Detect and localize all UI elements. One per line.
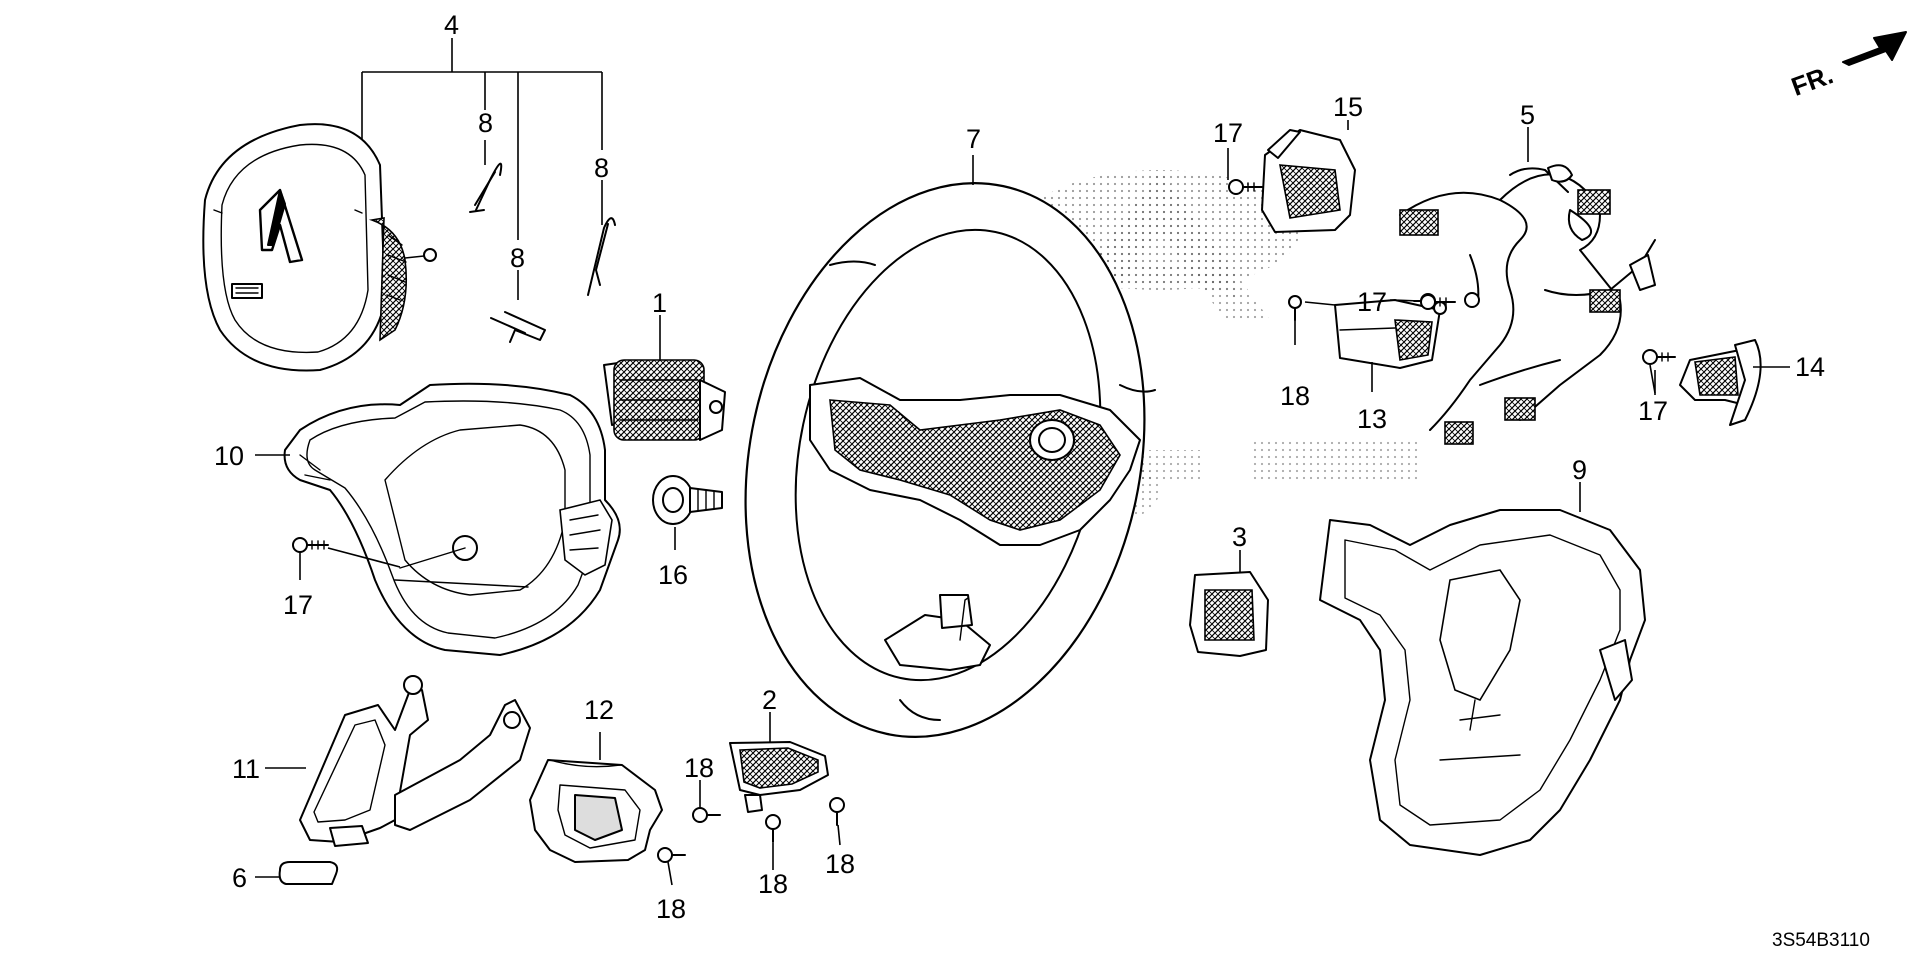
switch-module-3 <box>1189 571 1269 657</box>
screw-18-b <box>657 847 686 863</box>
steering-lower-bezel <box>299 675 531 847</box>
switch-module-13 <box>1334 299 1447 369</box>
screw-17-right <box>1642 349 1676 365</box>
spring-clip-a <box>469 162 503 213</box>
steering-lower-garnish <box>283 382 621 656</box>
screw-18-d <box>829 797 845 826</box>
callout-18-a: 18 <box>684 753 714 783</box>
airbag-module <box>202 123 437 372</box>
callout-18-b: 18 <box>656 894 686 924</box>
steering-rear-cover <box>1319 509 1646 856</box>
callout-16: 16 <box>658 560 688 590</box>
callout-11: 11 <box>232 754 260 784</box>
screw-18-c <box>765 814 781 843</box>
callout-6: 6 <box>232 863 247 893</box>
callout-17-right: 17 <box>1638 396 1668 426</box>
paddle-shifter-14 <box>1679 339 1762 426</box>
callout-17-left: 17 <box>283 590 313 620</box>
callout-17-top: 17 <box>1213 118 1243 148</box>
callout-5: 5 <box>1520 100 1535 130</box>
emblem-strip <box>278 861 339 885</box>
callout-9: 9 <box>1572 455 1587 485</box>
screw-17-top <box>1228 179 1263 195</box>
callout-8-a: 8 <box>478 108 493 138</box>
front-arrow-icon <box>1842 31 1907 66</box>
callout-18-d: 18 <box>825 849 855 879</box>
leader-lines <box>255 120 1790 886</box>
diagram-code: 3S54B3110 <box>1772 930 1870 951</box>
callout-14: 14 <box>1795 352 1825 382</box>
paddle-shifter-15 <box>1261 129 1356 233</box>
callout-1: 1 <box>652 288 667 318</box>
callout-3: 3 <box>1232 522 1247 552</box>
wire-harness <box>1399 164 1656 445</box>
spring-clip-b <box>490 311 546 343</box>
callout-13: 13 <box>1357 404 1387 434</box>
callout-15: 15 <box>1333 92 1363 122</box>
callout-4: 4 <box>444 10 459 40</box>
screw-17-left <box>292 537 329 553</box>
callout-18-c: 18 <box>758 869 788 899</box>
screw-18-a <box>692 807 721 823</box>
hub-plug <box>652 475 723 525</box>
switch-module-12 <box>529 759 663 863</box>
steering-wheel <box>744 182 1156 738</box>
callout-12: 12 <box>584 695 614 725</box>
spring-clip-c <box>587 217 616 296</box>
callout-8-c: 8 <box>594 153 609 183</box>
cable-reel <box>603 359 726 441</box>
front-direction-indicator: FR. <box>1787 31 1907 102</box>
screw-17-right-b <box>1420 294 1456 310</box>
callout-7: 7 <box>966 124 981 154</box>
callout-8-b: 8 <box>510 243 525 273</box>
screw-18-e <box>1288 295 1302 321</box>
callout-10: 10 <box>214 441 244 471</box>
part-4-leader <box>361 38 603 240</box>
callout-18-upper: 18 <box>1280 381 1310 411</box>
callout-labels: 4 8 8 8 1 7 17 15 5 17 18 13 17 14 9 3 1… <box>214 10 1825 924</box>
callout-17-mid: 17 <box>1357 287 1387 317</box>
front-direction-label: FR. <box>1787 59 1837 102</box>
callout-2: 2 <box>762 685 777 715</box>
switch-module-2 <box>729 741 829 813</box>
